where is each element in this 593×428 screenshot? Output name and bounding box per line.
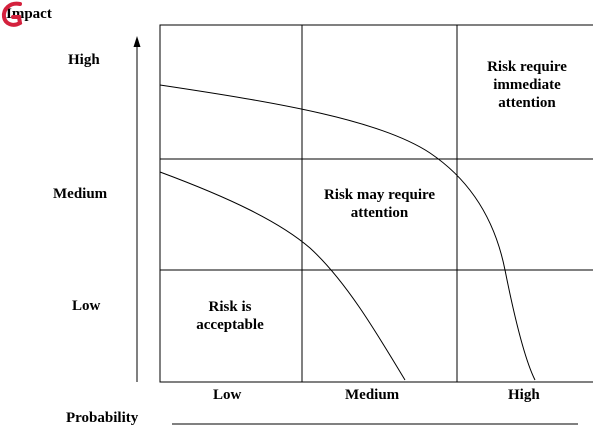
zone-immediate-line-2: immediate xyxy=(493,77,561,93)
x-axis-title: Probability xyxy=(66,410,139,426)
zone-acceptable-label: Risk is acceptable xyxy=(170,298,290,334)
arrow-up-icon xyxy=(133,36,141,47)
zone-acceptable-line-1: Risk is xyxy=(208,299,252,315)
y-level-low: Low xyxy=(72,298,101,314)
x-level-medium: Medium xyxy=(345,387,400,403)
matrix-frame xyxy=(159,24,593,383)
zone-immediate-line-1: Risk require xyxy=(487,59,567,75)
logo-mark xyxy=(1,1,23,27)
zone-may-require-line-2: attention xyxy=(350,205,409,221)
boundary-curve-upper xyxy=(159,84,536,381)
zone-immediate-line-3: attention xyxy=(498,95,556,111)
zone-may-require-label: Risk may require attention xyxy=(302,186,457,222)
x-level-low: Low xyxy=(213,387,242,403)
y-level-high: High xyxy=(68,52,100,68)
zone-may-require-line-1: Risk may require xyxy=(323,187,436,203)
zone-immediate-label: Risk require immediate attention xyxy=(468,58,586,112)
logo-mark-shape xyxy=(1,1,23,27)
zone-acceptable-line-2: acceptable xyxy=(196,317,264,333)
x-level-high: High xyxy=(508,387,540,403)
y-level-medium: Medium xyxy=(53,186,108,202)
boundary-curve-lower xyxy=(159,171,406,381)
